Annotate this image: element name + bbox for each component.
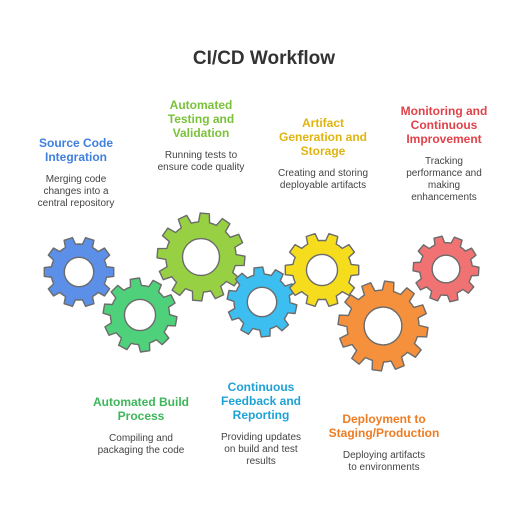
step-label: Artifact Generation and Storage: [278, 116, 367, 158]
step-artifact-generation: Artifact Generation and Storage Creating…: [268, 116, 378, 192]
step-source-code-integration: Source Code Integration Merging code cha…: [26, 136, 126, 210]
step-description: Running tests to ensure code quality: [157, 150, 245, 173]
gear-hole: [63, 256, 95, 288]
gear-continuous-feedback: [226, 266, 298, 338]
step-deployment: Deployment to Staging/Production Deployi…: [322, 412, 446, 474]
diagram-title: CI/CD Workflow: [192, 48, 336, 69]
step-label: Continuous Feedback and Reporting: [220, 380, 302, 422]
step-label: Deployment to Staging/Production: [328, 412, 440, 440]
step-label: Source Code Integration: [38, 136, 113, 164]
step-description: Tracking performance and making enhancem…: [406, 156, 482, 203]
gear-source-code-integration: [43, 236, 115, 308]
step-description: Compiling and packaging the code: [97, 433, 185, 456]
step-description: Deploying artifacts to environments: [342, 450, 426, 473]
step-label: Automated Testing and Validation: [167, 98, 235, 140]
gear-automated-build: [102, 277, 178, 353]
gear-deployment: [337, 280, 429, 372]
gear-hole: [246, 286, 278, 318]
gear-hole: [363, 306, 403, 346]
gear-hole: [431, 254, 461, 284]
step-automated-build: Automated Build Process Compiling and pa…: [86, 395, 196, 457]
step-continuous-feedback: Continuous Feedback and Reporting Provid…: [206, 380, 316, 468]
gear-monitoring: [412, 235, 480, 303]
gear-hole: [305, 253, 339, 287]
gear-artifact-generation: [284, 232, 360, 308]
step-label: Monitoring and Continuous Improvement: [400, 104, 488, 146]
gear-automated-testing: [156, 212, 246, 302]
step-monitoring: Monitoring and Continuous Improvement Tr…: [386, 104, 502, 204]
gear-hole: [123, 298, 157, 332]
step-description: Merging code changes into a central repo…: [37, 174, 115, 209]
step-label: Automated Build Process: [93, 395, 189, 423]
step-description: Creating and storing deployable artifact…: [277, 168, 369, 191]
gear-hole: [181, 237, 221, 277]
step-automated-testing: Automated Testing and Validation Running…: [146, 98, 256, 174]
step-description: Providing updates on build and test resu…: [220, 432, 302, 467]
